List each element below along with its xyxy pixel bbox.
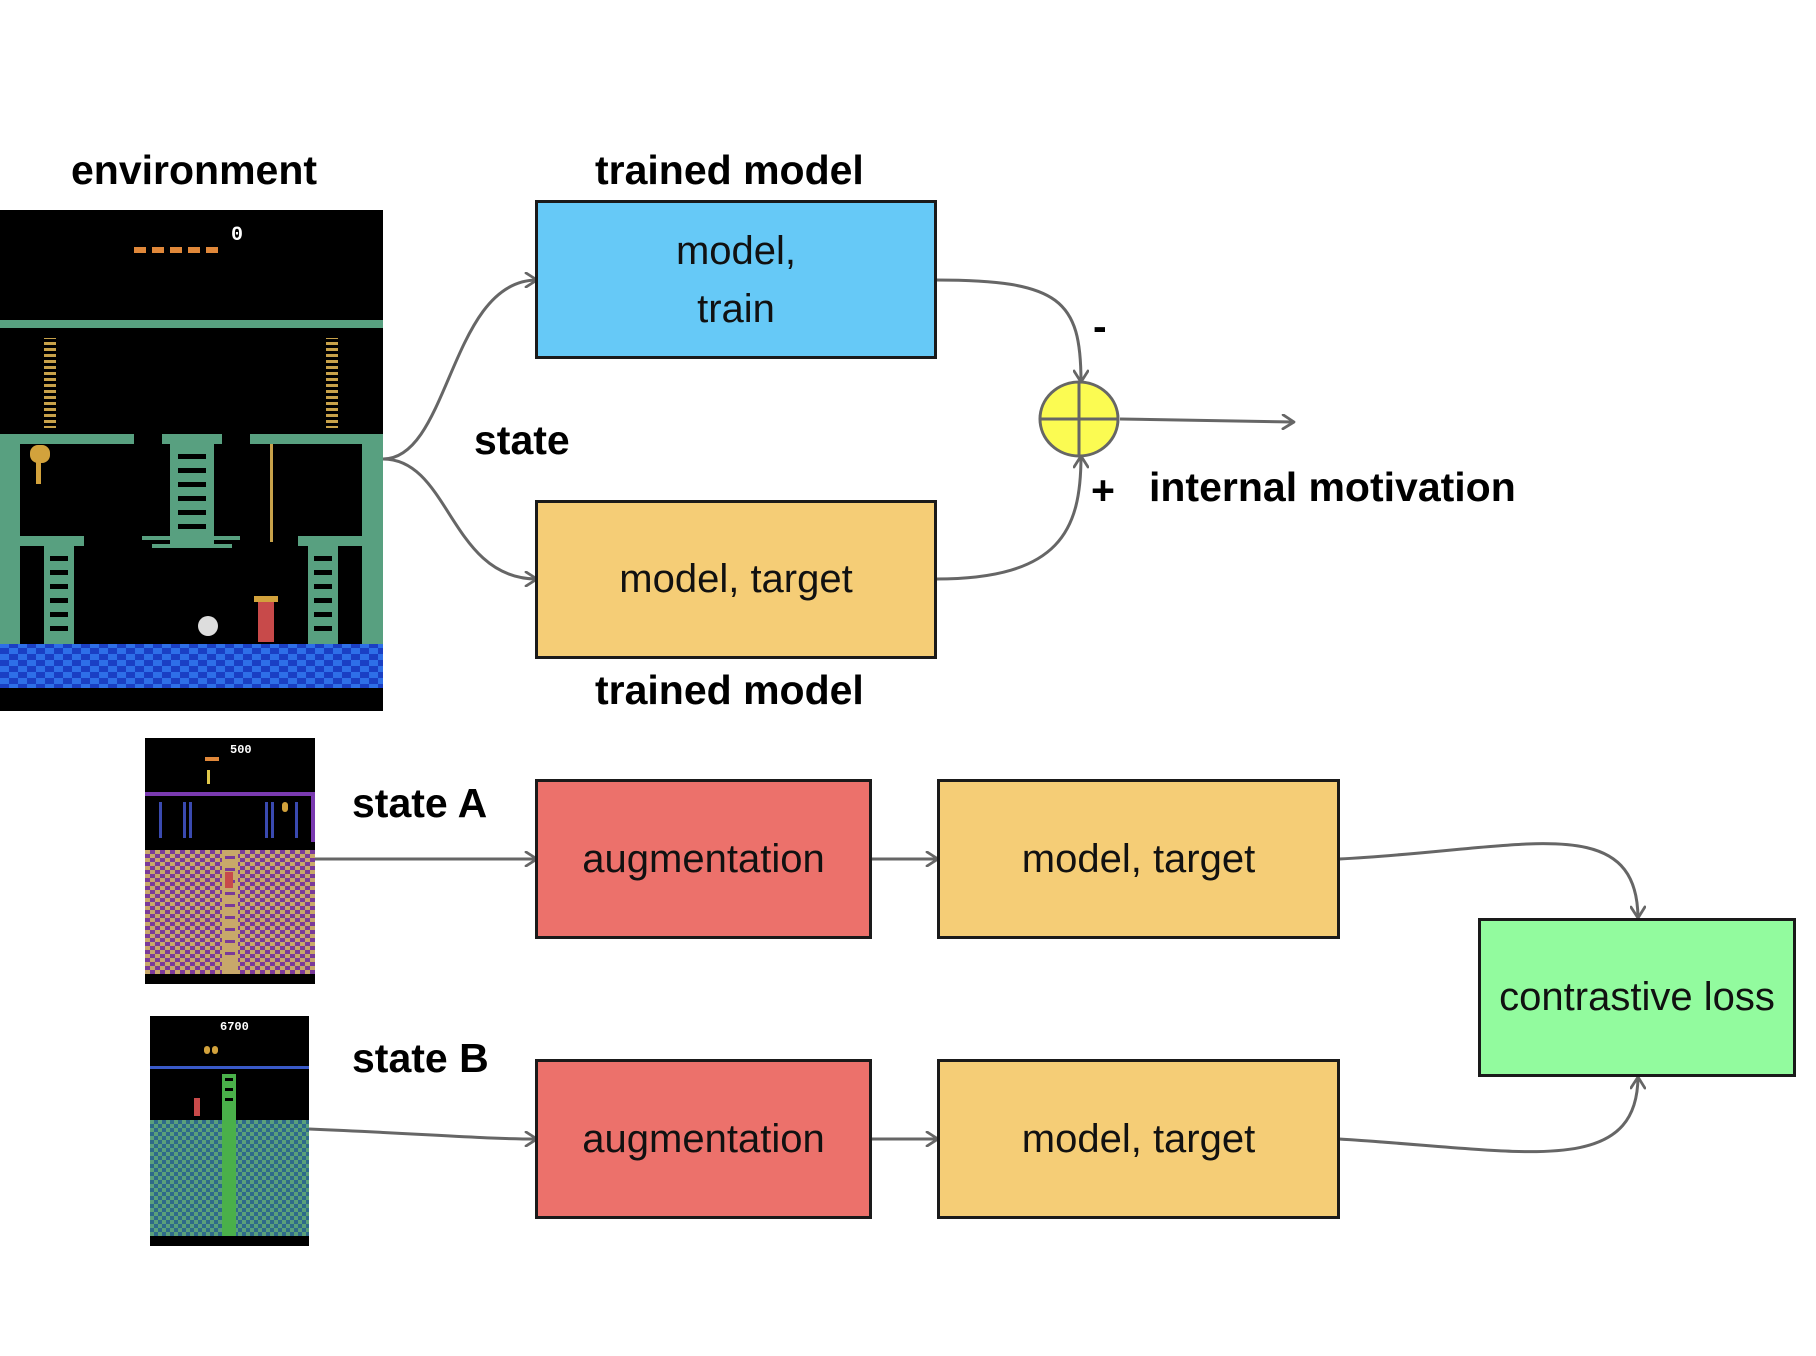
game-screenshot-icon: 0 [0,210,383,711]
arrow-target-a-to-loss [1338,842,1638,918]
model-target-box-b: model, target [937,1059,1340,1219]
arrow-state-to-target [382,457,537,579]
plus-sign: + [1091,467,1115,513]
model-train-line2: train [697,286,775,331]
contrastive-loss-box: contrastive loss [1478,918,1796,1077]
state-b-score: 6700 [220,1020,249,1034]
model-target-box-a: model, target [937,779,1340,939]
arrow-state-b-to-aug [308,1127,537,1139]
arrow-sum-to-output [1119,419,1294,422]
model-train-line1: model, [675,228,797,273]
target-model-heading: trained model [595,667,864,713]
state-b-screenshot: 6700 [150,1016,309,1246]
state-label: state [474,417,570,463]
model-train-box: model, train [535,200,937,359]
model-target-box-top: model, target [535,500,937,659]
arrow-target-to-sum [935,456,1081,581]
sum-node-icon [1038,380,1120,458]
state-a-score: 500 [230,743,252,757]
augmentation-box-a: augmentation [535,779,872,939]
environment-screenshot: 0 [0,210,383,711]
game-screenshot-icon: 500 [145,738,315,984]
state-b-label: state B [352,1035,489,1081]
internal-motivation-label: internal motivation [1149,464,1516,510]
augmentation-box-b: augmentation [535,1059,872,1219]
state-a-label: state A [352,780,488,826]
environment-label: environment [71,147,318,193]
state-a-screenshot: 500 [145,738,315,984]
main-screen-score: 0 [231,224,243,247]
minus-sign: - [1093,303,1107,349]
arrow-train-to-sum [935,278,1081,382]
arrow-target-b-to-loss [1338,1077,1638,1154]
train-model-heading: trained model [595,147,864,193]
arrow-state-to-train [382,280,537,461]
game-screenshot-icon: 6700 [150,1016,309,1246]
